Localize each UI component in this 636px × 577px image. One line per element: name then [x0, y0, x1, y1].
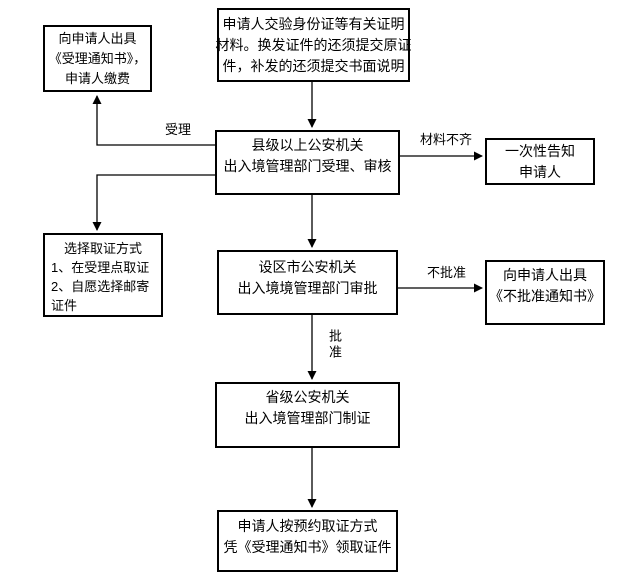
- node-text-line: 出入境境管理部门审批: [237, 280, 378, 296]
- edge-label-approved: 批准: [326, 329, 342, 361]
- node-text-line: 《受理通知书》，: [48, 50, 147, 66]
- node-text-line: 设区市公安机关: [258, 259, 357, 275]
- node-city-approval: 设区市公安机关 出入境境管理部门审批: [217, 250, 398, 315]
- arrow-county-to-pickup: [92, 174, 215, 231]
- node-text-line: 出入境管理部门受理、审核: [223, 158, 392, 174]
- node-text-line: 申请人缴费: [64, 70, 130, 86]
- node-county-accept-review: 县级以上公安机关 出入境管理部门受理、审核: [215, 130, 400, 195]
- node-text-line: 凭《受理通知书》领取证件: [223, 539, 392, 555]
- node-text-line: 件，补发的还须提交书面说明: [222, 57, 405, 74]
- edge-label-accepted: 受理: [164, 122, 193, 137]
- node-text-line: 材料。换发证件的还须提交原证: [215, 36, 412, 53]
- node-text-line: 向申请人出具: [503, 267, 587, 283]
- arrow-county-to-acceptance: [92, 95, 215, 146]
- node-text-line: 选择取证方式: [63, 241, 142, 256]
- node-text-line: 申请人交验身份证等有关证明: [222, 15, 405, 32]
- node-choose-pickup-method: 选择取证方式 1、在受理点取证 2、自愿选择邮寄 证件: [43, 233, 163, 317]
- node-issue-acceptance-notice: 向申请人出具 《受理通知书》， 申请人缴费: [43, 25, 152, 92]
- node-province-produce-cert: 省级公安机关 出入境管理部门制证: [215, 382, 400, 448]
- node-collect-certificate: 申请人按预约取证方式 凭《受理通知书》领取证件: [217, 510, 398, 572]
- node-text-line: 申请人按预约取证方式: [237, 518, 378, 534]
- node-text-line: 《不批准通知书》: [489, 288, 601, 304]
- node-text-line: 省级公安机关: [265, 389, 350, 405]
- node-text-line: 县级以上公安机关: [251, 137, 364, 153]
- node-text-line: 2、自愿选择邮寄: [51, 279, 150, 294]
- node-text-line: 证件: [51, 298, 78, 313]
- node-text-line: 一次性告知: [505, 142, 575, 159]
- node-text-line: 向申请人出具: [58, 30, 137, 46]
- node-submit-materials: 申请人交验身份证等有关证明 材料。换发证件的还须提交原证 件，补发的还须提交书面…: [215, 8, 412, 82]
- node-text-line: 1、在受理点取证: [51, 260, 150, 275]
- node-text-line: 出入境管理部门制证: [244, 410, 371, 426]
- edge-label-materials-incomplete: 材料不齐: [419, 132, 474, 147]
- node-issue-rejection-notice: 向申请人出具 《不批准通知书》: [485, 260, 605, 325]
- node-notify-applicant-once: 一次性告知 申请人: [485, 138, 595, 185]
- node-text-line: 申请人: [519, 163, 561, 180]
- edge-label-not-approved: 不批准: [426, 265, 468, 280]
